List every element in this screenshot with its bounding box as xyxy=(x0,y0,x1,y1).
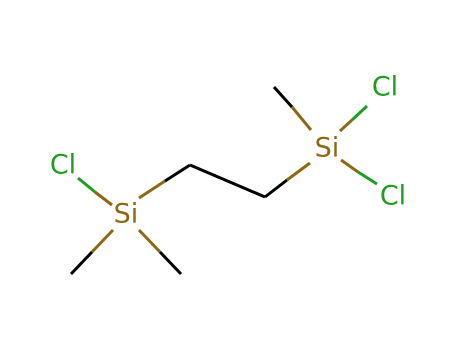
bond-si-left-methyl-a-si-half xyxy=(90,228,115,254)
atom-label-cl-right-top: Cl xyxy=(372,72,398,103)
bond-si-left-chain-si-half xyxy=(138,179,166,200)
bond-si-right-cl-bottom-si-half xyxy=(340,158,359,174)
bond-si-left-methyl-a-c-half xyxy=(69,250,94,276)
bond-si-left-methyl-b-c-half xyxy=(158,250,183,276)
bond-chain-ch2-ch2 xyxy=(189,163,266,199)
bond-si-left-chain-c-half xyxy=(164,163,191,183)
atom-label-cl-left: Cl xyxy=(50,150,76,181)
bond-si-left-cl-cl-half xyxy=(77,176,96,194)
bond-si-right-cl-top-cl-half xyxy=(350,104,369,122)
bond-si-right-cl-bottom-cl-half xyxy=(357,170,378,186)
bond-chain-si-right-si-half xyxy=(286,161,311,182)
atom-label-cl-right-bottom: Cl xyxy=(380,181,406,212)
bond-si-right-methyl-c-half xyxy=(272,85,294,109)
atom-label-si-right: Si xyxy=(315,133,340,164)
bond-si-right-methyl-si-half xyxy=(290,106,313,131)
bond-si-right-cl-top-si-half xyxy=(338,118,354,133)
bond-si-left-methyl-b-si-half xyxy=(137,228,162,254)
bond-si-left-cl-si-half xyxy=(94,190,113,207)
atom-label-si-left: Si xyxy=(114,199,139,230)
bond-chain-si-right-c-half xyxy=(264,178,288,199)
